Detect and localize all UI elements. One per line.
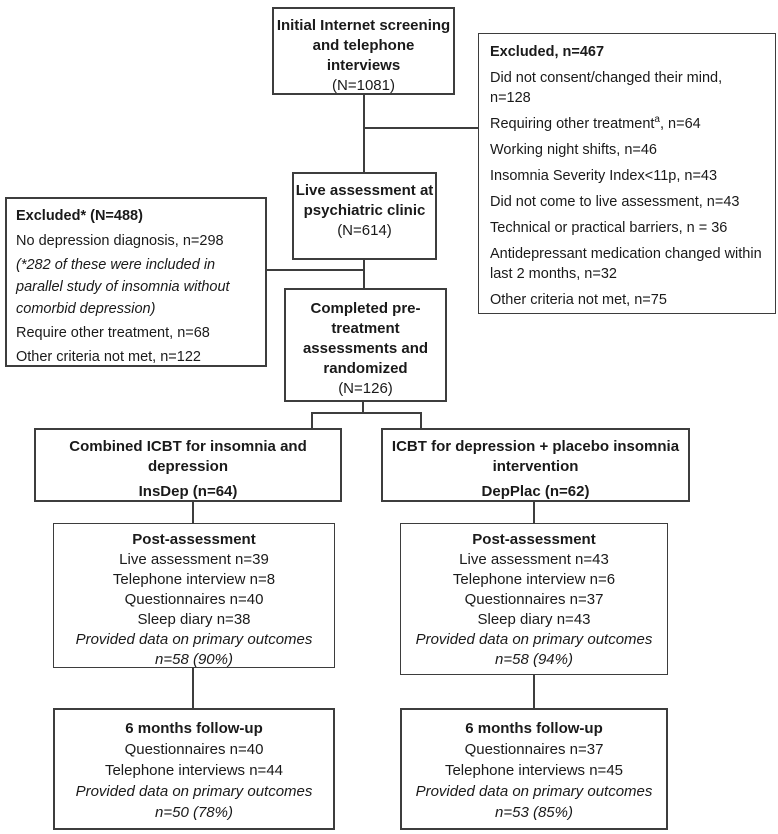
box-followup-insdep: 6 months follow-up Questionnaires n=40 T… (53, 708, 335, 830)
arm-insdep-label: InsDep (n=64) (138, 483, 238, 500)
excluded-left-note: (*282 of these were included in parallel… (16, 257, 230, 317)
post-depplac-heading: Post-assessment (472, 531, 596, 548)
arm-depplac-title: ICBT for depression + placebo insomnia i… (391, 438, 680, 475)
box-arm-depplac: ICBT for depression + placebo insomnia i… (381, 428, 690, 502)
arm-insdep-title: Combined ICBT for insomnia and depressio… (69, 438, 307, 475)
excluded-right-item-text: , n=64 (659, 116, 701, 132)
followup-insdep-heading: 6 months follow-up (125, 720, 263, 737)
box-excluded-left: Excluded* (N=488) No depression diagnosi… (5, 197, 267, 367)
excluded-right-item: Other criteria not met, n=75 (490, 292, 667, 308)
post-depplac-line: Live assessment n=43 (459, 551, 609, 568)
connector-post-left-to-followup (192, 666, 194, 708)
box-excluded-right: Excluded, n=467 Did not consent/changed … (478, 33, 776, 314)
post-depplac-line: Sleep diary n=43 (477, 611, 591, 628)
box-post-depplac: Post-assessment Live assessment n=43 Tel… (400, 523, 668, 675)
connector-screening-to-live (363, 95, 365, 173)
live-assessment-n: (N=614) (337, 222, 392, 239)
post-insdep-line: Questionnaires n=40 (124, 591, 264, 608)
excluded-right-item: Working night shifts, n=46 (490, 142, 657, 158)
excluded-left-item: No depression diagnosis, n=298 (16, 233, 224, 249)
excluded-left-heading: Excluded* (N=488) (16, 208, 143, 224)
connector-randomized-to-split (362, 401, 364, 413)
post-depplac-line: Telephone interview n=6 (452, 571, 616, 588)
excluded-right-item: Insomnia Severity Index<11p, n=43 (490, 168, 718, 184)
excluded-left-item: Other criteria not met, n=122 (16, 349, 201, 365)
post-insdep-heading: Post-assessment (132, 531, 256, 548)
followup-depplac-primary-outcomes-n: n=53 (85%) (495, 804, 573, 821)
followup-depplac-line: Questionnaires n=37 (464, 741, 604, 758)
post-insdep-primary-outcomes-n: n=58 (90%) (155, 651, 233, 668)
excluded-right-heading: Excluded, n=467 (490, 44, 605, 60)
randomized-n: (N=126) (338, 380, 393, 397)
box-live-assessment: Live assessment at psychiatric clinic (N… (292, 172, 437, 260)
followup-depplac-heading: 6 months follow-up (465, 720, 603, 737)
followup-insdep-primary-outcomes-n: n=50 (78%) (155, 804, 233, 821)
box-screening: Initial Internet screening and telephone… (272, 7, 455, 95)
connector-arm-right-to-post (533, 501, 535, 524)
excluded-right-item: Requiring other treatmenta, n=64 (490, 114, 764, 134)
followup-depplac-line: Telephone interviews n=45 (444, 762, 624, 779)
followup-depplac-primary-outcomes: Provided data on primary outcomes (415, 783, 653, 800)
connector-to-excluded-right (364, 127, 479, 129)
followup-insdep-primary-outcomes: Provided data on primary outcomes (75, 783, 313, 800)
randomized-title: Completed pre-treatment assessments and … (302, 300, 429, 377)
connector-arm-left-to-post (192, 501, 194, 524)
connector-split-to-arm-right (420, 412, 422, 429)
excluded-right-item: Did not come to live assessment, n=43 (490, 194, 740, 210)
excluded-right-item: Technical or practical barriers, n = 36 (490, 220, 728, 236)
connector-split-to-arm-left (311, 412, 313, 429)
post-insdep-line: Telephone interview n=8 (112, 571, 276, 588)
arm-depplac-label: DepPlac (n=62) (481, 483, 590, 500)
followup-insdep-line: Telephone interviews n=44 (104, 762, 284, 779)
post-depplac-primary-outcomes-n: n=58 (94%) (495, 651, 573, 668)
post-insdep-primary-outcomes: Provided data on primary outcomes (75, 631, 313, 648)
live-assessment-title: Live assessment at psychiatric clinic (295, 182, 434, 219)
box-arm-insdep: Combined ICBT for insomnia and depressio… (34, 428, 342, 502)
box-post-insdep: Post-assessment Live assessment n=39 Tel… (53, 523, 335, 668)
screening-n: (N=1081) (332, 77, 395, 94)
excluded-right-item: Did not consent/changed their mind, n=12… (490, 70, 723, 106)
connector-split-horizontal (311, 412, 422, 414)
box-followup-depplac: 6 months follow-up Questionnaires n=37 T… (400, 708, 668, 830)
post-depplac-primary-outcomes: Provided data on primary outcomes (415, 631, 653, 648)
post-depplac-line: Questionnaires n=37 (464, 591, 604, 608)
excluded-right-item-text: Requiring other treatment (490, 116, 655, 132)
excluded-left-item: Require other treatment, n=68 (16, 325, 210, 341)
followup-insdep-line: Questionnaires n=40 (124, 741, 264, 758)
post-insdep-line: Live assessment n=39 (119, 551, 269, 568)
connector-post-right-to-followup (533, 673, 535, 708)
excluded-right-item: Antidepressant medication changed within… (490, 246, 762, 282)
post-insdep-line: Sleep diary n=38 (137, 611, 251, 628)
connector-excluded-left-to-flow (266, 269, 364, 271)
screening-title: Initial Internet screening and telephone… (276, 17, 451, 74)
footnote-a-superscript: a (654, 114, 660, 126)
box-randomized: Completed pre-treatment assessments and … (284, 288, 447, 402)
connector-live-to-randomized (363, 259, 365, 289)
